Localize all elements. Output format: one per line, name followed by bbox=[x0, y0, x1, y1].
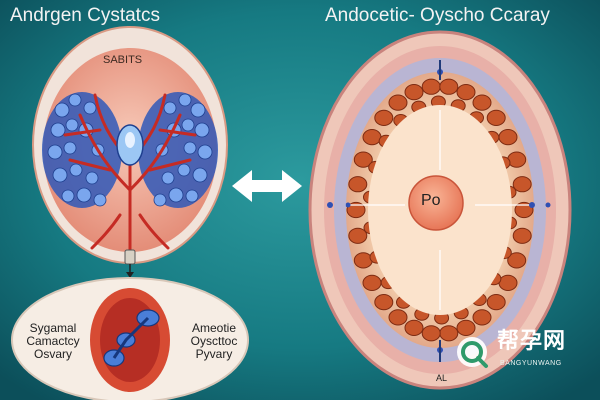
follicle bbox=[439, 325, 459, 342]
follicle bbox=[404, 319, 424, 336]
follicle bbox=[512, 176, 532, 193]
follicle bbox=[374, 109, 394, 127]
follicle bbox=[486, 109, 506, 127]
lower-right-caption: Ameotie Oyscttoc Pyvary bbox=[178, 322, 250, 361]
follicle bbox=[421, 325, 441, 342]
follicle bbox=[404, 84, 424, 101]
follicle bbox=[512, 227, 532, 244]
lower-left-caption-line: Sygamal bbox=[29, 321, 77, 335]
follicle bbox=[348, 227, 368, 244]
follicle bbox=[514, 201, 534, 219]
organ-top-label: SABITS bbox=[103, 54, 143, 66]
follicle bbox=[388, 309, 408, 326]
follicle bbox=[507, 252, 527, 269]
watermark-chinese-text: 帮孕网 bbox=[497, 328, 567, 353]
follicle bbox=[498, 129, 518, 146]
lower-left-caption-line: Osvary bbox=[33, 347, 72, 361]
follicle bbox=[374, 294, 394, 311]
follicle bbox=[456, 84, 476, 101]
follicle bbox=[486, 294, 506, 311]
watermark-logo-icon bbox=[457, 337, 488, 368]
lower-right-caption-line: Ameotie bbox=[191, 321, 237, 335]
left-diagram-title: Andrgen Cystatcs bbox=[10, 5, 160, 26]
lower-left-caption-line: Camactcy bbox=[26, 334, 80, 348]
follicle bbox=[346, 201, 366, 219]
androgen-cystic-organ bbox=[32, 26, 228, 278]
follicle bbox=[362, 274, 382, 291]
double-arrow-icon bbox=[232, 170, 302, 202]
follicle bbox=[456, 319, 476, 336]
follicle bbox=[472, 309, 492, 326]
bottom-right-label: AL bbox=[436, 373, 448, 383]
follicle bbox=[388, 94, 408, 111]
follicle bbox=[348, 176, 368, 193]
watermark-english-text: BANGYUNWANG bbox=[500, 360, 562, 367]
follicle bbox=[472, 94, 492, 111]
lower-right-caption-line: Pyvary bbox=[195, 347, 233, 361]
follicle bbox=[353, 151, 373, 168]
lower-right-caption-line: Oyscttoc bbox=[190, 334, 238, 348]
lower-left-caption: Sygamal Camactcy Osvary bbox=[18, 322, 88, 361]
right-diagram-title: Andocetic- Oyscho Ccaray bbox=[325, 5, 550, 26]
follicle bbox=[439, 78, 459, 95]
center-circle-label: Po bbox=[421, 192, 441, 209]
follicle bbox=[498, 274, 518, 291]
follicle bbox=[353, 252, 373, 269]
follicle bbox=[421, 78, 441, 95]
follicle bbox=[507, 151, 527, 168]
ovary-diagram bbox=[308, 30, 572, 390]
ovary-cross-section-oval bbox=[11, 277, 249, 400]
follicle bbox=[362, 129, 382, 146]
